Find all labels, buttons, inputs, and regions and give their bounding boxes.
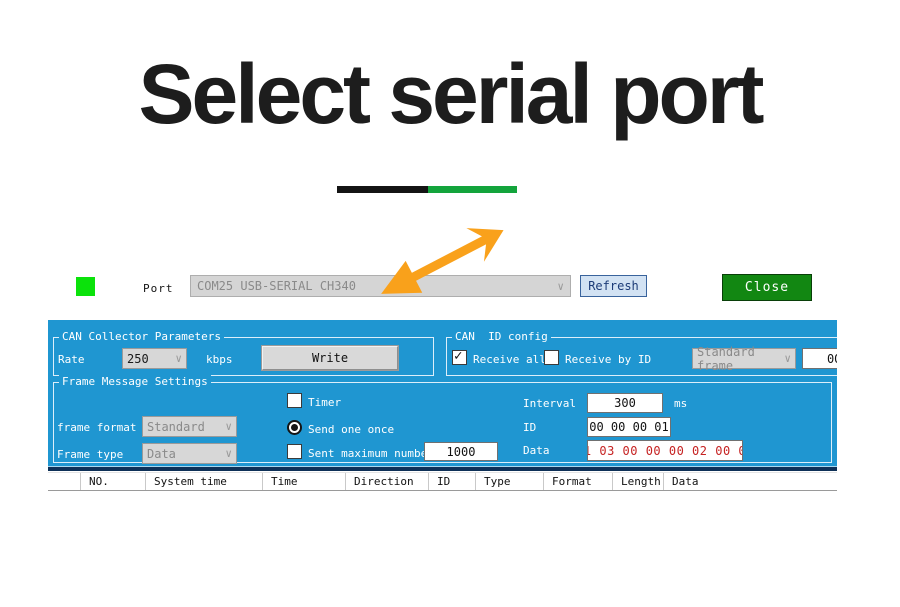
page-title: Select serial port <box>138 47 765 141</box>
pointer-arrow-icon <box>381 228 504 294</box>
sent-maximum-field[interactable]: 1000 <box>424 442 498 461</box>
frame-type-select-value: Data <box>147 446 176 461</box>
can-id-config-group: CAN ID config <box>446 330 837 376</box>
can-id-config-legend: CAN ID config <box>452 330 551 343</box>
chevron-down-icon: ∨ <box>225 447 232 460</box>
column-header-format: Format <box>543 473 612 490</box>
arrow-fletching <box>466 228 504 262</box>
rate-unit-label: kbps <box>206 353 233 366</box>
chevron-down-icon: ∨ <box>557 279 564 293</box>
column-header-blank <box>48 473 80 490</box>
column-header-system-time: System time <box>145 473 262 490</box>
column-header-direction: Direction <box>345 473 428 490</box>
column-header-type: Type <box>475 473 543 490</box>
column-header-data: Data <box>663 473 837 490</box>
sent-maximum-label: Sent maximum number <box>308 447 434 460</box>
frame-type-label: Frame type <box>57 448 124 461</box>
sent-maximum-checkbox[interactable] <box>287 444 302 459</box>
frame-message-settings-legend: Frame Message Settings <box>59 375 211 388</box>
title-divider <box>337 186 517 193</box>
collector-parameters-legend: CAN Collector Parameters <box>59 330 224 343</box>
id-field[interactable]: 00 00 00 01 <box>587 417 671 437</box>
status-indicator <box>76 277 95 296</box>
frame-message-settings-group: Frame Message Settings <box>53 375 832 463</box>
timer-label: Timer <box>308 396 342 409</box>
close-button[interactable]: Close <box>722 274 812 301</box>
column-header-length: Length <box>612 473 663 490</box>
can-settings-panel: CAN Collector Parameters CAN ID config F… <box>48 320 837 466</box>
collector-parameters-group: CAN Collector Parameters <box>53 330 434 376</box>
refresh-button[interactable]: Refresh <box>580 275 647 297</box>
frame-format-select-value: Standard <box>147 419 205 434</box>
id-label: ID <box>523 421 537 434</box>
receive-by-id-label: Receive by ID <box>565 353 652 366</box>
divider-green-segment <box>428 186 517 193</box>
frame-type-select[interactable]: Data ∨ <box>142 443 237 464</box>
data-field[interactable]: 01 03 00 00 00 02 00 00 <box>587 440 743 461</box>
rate-label: Rate <box>58 353 85 366</box>
receive-all-checkbox[interactable] <box>452 348 467 365</box>
write-button[interactable]: Write <box>261 345 399 371</box>
interval-label: Interval <box>523 397 576 410</box>
frame-format-label: frame format <box>57 421 137 434</box>
data-label: Data <box>523 444 550 457</box>
chevron-down-icon: ∨ <box>225 420 232 433</box>
receive-by-id-checkbox[interactable] <box>544 350 559 365</box>
column-header-no-: NO. <box>80 473 145 490</box>
receive-id-field[interactable]: 00 00 <box>802 348 837 369</box>
divider-black-segment <box>337 186 428 193</box>
chevron-down-icon: ∨ <box>784 352 791 365</box>
frame-format-select[interactable]: Standard ∨ <box>142 416 237 437</box>
receive-all-label: Receive all <box>473 353 546 366</box>
arrow-shaft <box>410 232 494 282</box>
column-header-id: ID <box>428 473 475 490</box>
timer-checkbox[interactable] <box>287 393 302 408</box>
column-header-time: Time <box>262 473 345 490</box>
send-one-once-radio[interactable] <box>287 420 302 435</box>
frame-kind-select-value: Standard frame <box>697 344 755 373</box>
arrow-head <box>381 260 423 294</box>
frame-kind-select[interactable]: Standard frame ∨ <box>692 345 796 373</box>
interval-unit-label: ms <box>674 397 688 410</box>
port-select-value: COM25 USB-SERIAL CH340 <box>197 279 356 293</box>
port-select[interactable]: COM25 USB-SERIAL CH340 ∨ <box>190 275 571 297</box>
chevron-down-icon: ∨ <box>175 352 182 365</box>
rate-select-value: 250 <box>127 351 149 366</box>
port-label: Port <box>143 282 174 295</box>
send-one-once-label: Send one once <box>308 423 395 436</box>
rate-select[interactable]: 250 ∨ <box>122 348 187 369</box>
panel-bottom-border <box>48 466 837 471</box>
interval-field[interactable]: 300 <box>587 393 663 413</box>
